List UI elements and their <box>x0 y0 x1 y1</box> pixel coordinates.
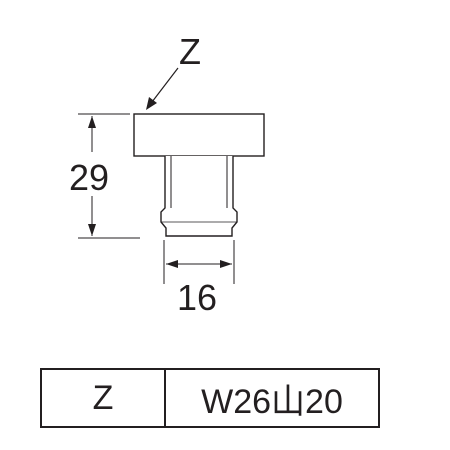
height-dimension-label: 29 <box>69 157 109 198</box>
height-arrow-bottom-icon <box>88 224 96 236</box>
spec-table: Z W26山20 <box>40 368 380 428</box>
leader-line <box>151 67 179 103</box>
spec-value-cell: W26山20 <box>201 382 343 421</box>
width-arrow-right-icon <box>220 260 232 268</box>
height-arrow-top-icon <box>88 116 96 128</box>
spec-key-cell: Z <box>42 370 166 426</box>
stem-outline <box>160 156 238 237</box>
width-dimension-label: 16 <box>177 277 217 318</box>
part-label: Z <box>179 31 201 72</box>
cap-body <box>133 113 265 157</box>
leader-arrowhead-icon <box>146 97 157 110</box>
width-arrow-left-icon <box>166 260 178 268</box>
height-label-bg <box>58 152 120 196</box>
